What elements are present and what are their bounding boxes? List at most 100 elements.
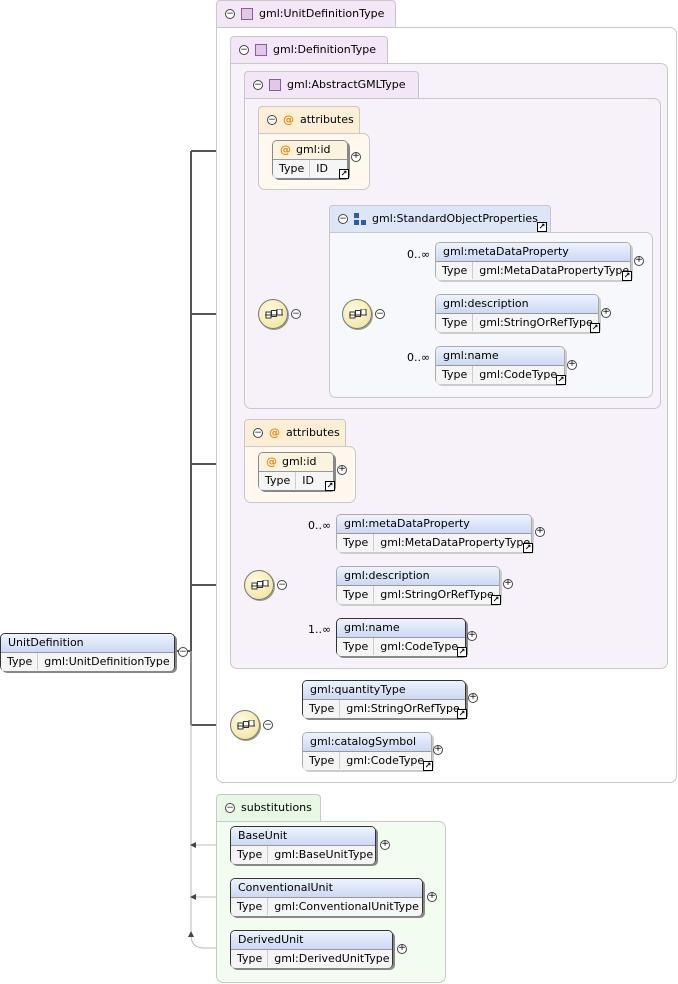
attribute-at-icon: @ [283,113,294,126]
sequence-compositor-4[interactable] [230,710,260,740]
link-icon[interactable]: ↗ [339,169,349,179]
group-icon [354,213,366,225]
attributes-tab-outer: −@attributes [244,419,346,446]
link-icon[interactable]: ↗ [457,647,467,657]
cardinality-label: 0..∞ [407,248,431,261]
type-value: gml:CodeType [346,754,425,767]
expand-icon[interactable]: + [567,359,577,370]
element-name: gml:quantityType [303,681,465,700]
attribute-at-icon: @ [269,426,280,439]
catalog-symbol-element[interactable]: gml:catalogSymbol Type gml:CodeType ↗ [302,732,433,771]
element-name: gml:id [296,143,331,156]
type-key: Type [1,653,39,670]
link-icon[interactable]: ↗ [423,761,433,771]
expand-icon[interactable]: + [503,578,513,589]
subst-arrow-base [190,842,196,848]
collapse-icon[interactable]: − [178,647,188,657]
unit-definition-type-tab: − gml:UnitDefinitionType [216,0,396,27]
unit-definition-type-label: gml:UnitDefinitionType [259,7,385,20]
expand-icon[interactable]: + [380,839,390,850]
sequence-compositor-2[interactable] [342,299,372,329]
type-key: Type [231,950,269,967]
link-icon[interactable]: ↗ [457,709,467,719]
standard-object-properties-label: gml:StandardObjectProperties [372,212,538,225]
link-icon[interactable]: ↗ [590,323,600,333]
expand-icon[interactable]: + [397,943,407,954]
element-name: gml:description [436,295,598,314]
complex-type-icon [241,8,253,20]
expand-icon[interactable]: + [535,526,545,537]
type-key: Type [337,586,375,603]
element-name: gml:name [337,619,465,638]
collapse-icon[interactable]: − [267,115,277,125]
type-value: gml:MetaDataPropertyType [479,264,630,277]
element-name: ConventionalUnit [231,879,422,898]
expand-icon[interactable]: + [337,464,347,475]
collapse-icon[interactable]: − [225,9,235,19]
element-name: gml:metaDataProperty [337,515,531,534]
type-value: gml:StringOrRefType [380,588,494,601]
collapse-icon[interactable]: − [225,803,235,813]
collapse-icon[interactable]: − [375,309,385,319]
element-name: DerivedUnit [231,931,392,950]
link-icon[interactable]: ↗ [537,222,547,232]
collapse-icon[interactable]: − [253,428,263,438]
sequence-compositor-3[interactable] [244,570,274,600]
element-name: gml:catalogSymbol [303,733,431,752]
link-icon[interactable]: ↗ [622,271,632,281]
collapse-icon[interactable]: − [277,580,287,590]
link-icon[interactable]: ↗ [491,595,501,605]
type-key: Type [303,752,341,769]
type-value: gml:StringOrRefType [346,702,460,715]
expand-icon[interactable]: + [467,630,477,641]
expand-icon[interactable]: + [468,692,478,703]
sequence-compositor-1[interactable] [258,299,288,329]
type-value: ID [302,474,314,487]
substitutions-tab: −substitutions [216,794,321,821]
type-value: gml:StringOrRefType [479,316,593,329]
type-value: gml:BaseUnitType [274,848,374,861]
expand-icon[interactable]: + [351,151,361,162]
collapse-icon[interactable]: − [263,720,273,730]
type-value: gml:CodeType [380,640,459,653]
collapse-icon[interactable]: − [253,80,263,90]
attributes-label: attributes [300,113,354,126]
expand-icon[interactable]: + [601,307,611,318]
collapse-icon[interactable]: − [291,309,301,319]
link-icon[interactable]: ↗ [325,481,335,491]
type-value: ID [316,162,328,175]
attribute-at-icon: @ [266,455,277,468]
type-value: gml:MetaDataPropertyType [380,536,531,549]
expand-icon[interactable]: + [433,744,443,755]
link-icon[interactable]: ↗ [556,375,566,385]
element-name: gml:name [436,347,564,366]
complex-type-icon [255,44,267,56]
abstract-gml-type-label: gml:AbstractGMLType [287,78,406,91]
cardinality-label: 0..∞ [308,519,332,532]
complex-type-icon [269,79,281,91]
expand-icon[interactable]: + [427,891,437,902]
collapse-icon[interactable]: − [338,214,348,224]
collapse-icon[interactable]: − [239,45,249,55]
element-name: gml:metaDataProperty [436,243,630,262]
expand-icon[interactable]: + [634,255,644,266]
type-value: gml:UnitDefinitionType [44,655,170,668]
link-icon[interactable]: ↗ [523,543,533,553]
element-name: gml:id [282,455,317,468]
subst-arrow-conventional [190,894,196,900]
cardinality-label: 1..∞ [308,623,332,636]
definition-type-label: gml:DefinitionType [273,43,376,56]
